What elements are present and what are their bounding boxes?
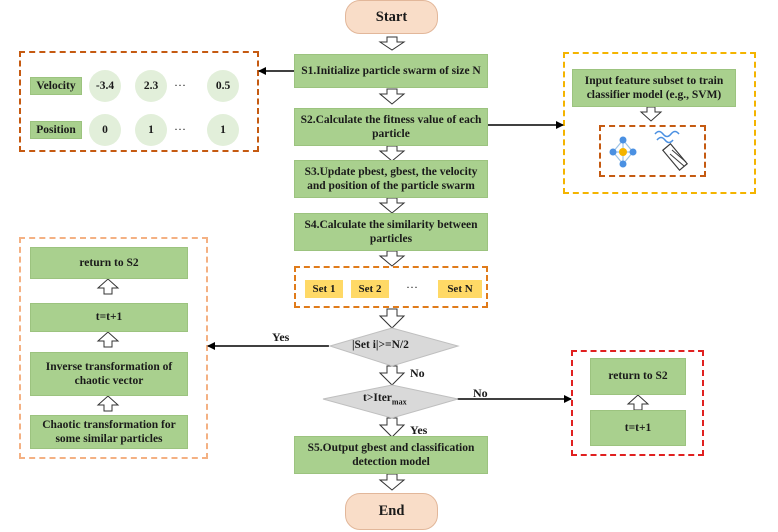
sets-group bbox=[294, 266, 488, 308]
flow-arrow bbox=[378, 365, 406, 386]
decision-set-size bbox=[328, 327, 460, 367]
set-ellipsis: ··· bbox=[406, 280, 418, 294]
velocity-label: Velocity bbox=[30, 77, 82, 95]
flow-arrow bbox=[639, 106, 663, 122]
flow-arrow bbox=[96, 331, 120, 348]
decision-iter-max bbox=[322, 384, 459, 419]
flow-arrow bbox=[96, 395, 120, 412]
position-ellipsis: ··· bbox=[174, 122, 186, 136]
yes-label-output: Yes bbox=[410, 423, 428, 437]
particle-encoding-group bbox=[19, 51, 259, 152]
start-terminal: Start bbox=[345, 0, 438, 34]
neural-network-icon bbox=[609, 136, 637, 168]
decision-set-size-label: |Set i|>=N/2 bbox=[352, 339, 409, 351]
right-return-to-s2: return to S2 bbox=[590, 358, 686, 395]
velocity-ellipsis: ··· bbox=[174, 78, 186, 92]
classifier-box: Input feature subset to train classifier… bbox=[572, 69, 736, 107]
right-increment: t=t+1 bbox=[590, 410, 686, 446]
step-s1-initialize: S1.Initialize particle swarm of size N bbox=[294, 54, 488, 88]
iter-label-sub: max bbox=[391, 397, 407, 407]
inverse-transformation: Inverse transformation of chaotic vector bbox=[30, 352, 188, 396]
flow-arrow bbox=[378, 250, 406, 267]
set-n: Set N bbox=[438, 280, 482, 298]
velocity-value-n: 0.5 bbox=[207, 70, 239, 102]
chaotic-transformation: Chaotic transformation for some similar … bbox=[30, 415, 188, 449]
left-increment: t=t+1 bbox=[30, 303, 188, 332]
flow-arrow bbox=[378, 88, 406, 105]
velocity-value-1: -3.4 bbox=[89, 70, 121, 102]
no-label-continue: No bbox=[410, 366, 425, 380]
model-icon-frame bbox=[599, 125, 706, 177]
yes-label-chaotic: Yes bbox=[272, 330, 290, 344]
flow-arrow bbox=[378, 308, 406, 329]
flow-arrow bbox=[378, 473, 406, 491]
set-2: Set 2 bbox=[351, 280, 389, 298]
data-stream-icon bbox=[654, 130, 689, 172]
end-terminal: End bbox=[345, 493, 438, 530]
iteration-group bbox=[571, 350, 704, 456]
position-value-2: 1 bbox=[135, 114, 167, 146]
position-label: Position bbox=[30, 121, 82, 139]
iter-label-base: t>Iter bbox=[363, 392, 392, 404]
no-label-iteration: No bbox=[473, 386, 488, 400]
position-value-n: 1 bbox=[207, 114, 239, 146]
flow-arrow bbox=[626, 394, 650, 411]
flow-arrow bbox=[378, 197, 406, 214]
flow-arrow bbox=[378, 36, 406, 51]
velocity-value-2: 2.3 bbox=[135, 70, 167, 102]
step-s5-output: S5.Output gbest and classification detec… bbox=[294, 436, 488, 474]
flow-arrow bbox=[378, 145, 406, 162]
step-s3-update: S3.Update pbest, gbest, the velocity and… bbox=[294, 160, 488, 198]
set-1: Set 1 bbox=[305, 280, 343, 298]
flow-arrows bbox=[96, 36, 663, 491]
flow-arrow bbox=[378, 417, 406, 438]
position-value-1: 0 bbox=[89, 114, 121, 146]
step-s2-fitness: S2.Calculate the fitness value of each p… bbox=[294, 108, 488, 146]
left-return-to-s2: return to S2 bbox=[30, 247, 188, 279]
step-s4-similarity: S4.Calculate the similarity between part… bbox=[294, 213, 488, 251]
decision-iter-max-label: t>Itermax bbox=[363, 392, 407, 406]
flow-arrow bbox=[96, 278, 120, 295]
classifier-group bbox=[563, 52, 756, 194]
